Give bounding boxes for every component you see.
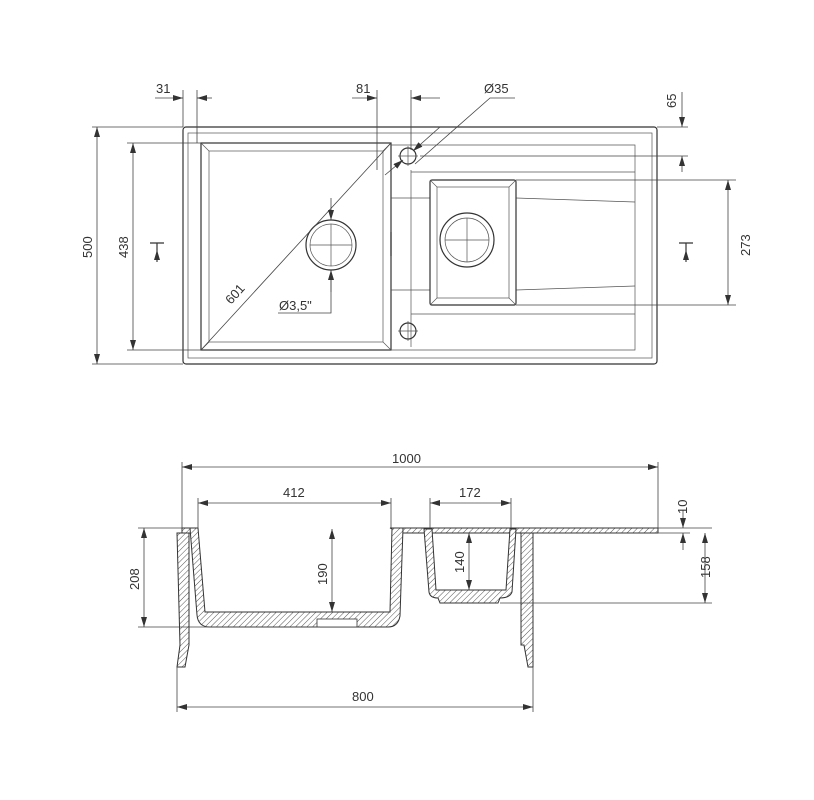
dim-label: 1000 <box>392 451 421 466</box>
dim-edge-offset: 31 <box>155 81 212 143</box>
dim-deck-thickness: 10 <box>658 500 690 550</box>
dim-bowl-inner-depth: 190 <box>315 529 335 612</box>
dim-label: 140 <box>452 551 467 573</box>
dim-small-bowl-width: 172 <box>429 485 512 528</box>
dim-label: 438 <box>116 236 131 258</box>
small-bowl <box>429 179 517 306</box>
deck <box>181 527 659 534</box>
dim-label: Ø3,5" <box>279 298 312 313</box>
dim-label: 412 <box>283 485 305 500</box>
sink-outline <box>182 126 658 365</box>
dim-bowl-width: 412 <box>197 485 392 528</box>
dim-label: 800 <box>352 689 374 704</box>
cabinet-legs <box>176 532 534 668</box>
dim-bowl-depth: 438 <box>116 142 201 351</box>
dim-small-bowl-depth: 273 <box>516 179 753 306</box>
tap-hole <box>398 146 418 166</box>
dim-label: 190 <box>315 563 330 585</box>
dim-total-width: 1000 <box>181 451 659 528</box>
dim-label: 208 <box>127 568 142 590</box>
dim-total-depth: 500 <box>80 126 183 365</box>
dim-label: 81 <box>356 81 370 96</box>
dim-tap-hole-from-back: 65 <box>420 92 688 172</box>
overflow-hole <box>398 321 418 341</box>
section-marker-right <box>679 242 693 262</box>
dim-label: 273 <box>738 234 753 256</box>
section-view: 1000 412 172 10 208 19 <box>127 451 713 712</box>
dim-tap-hole-diameter: Ø35 <box>384 81 515 176</box>
dim-small-bowl-height: 158 <box>500 527 713 604</box>
small-bowl-section <box>423 528 517 604</box>
dim-label: 10 <box>675 500 690 514</box>
drainboard <box>390 144 636 351</box>
section-marker-left <box>150 242 164 262</box>
dim-total-height: 208 <box>127 527 320 628</box>
dim-tap-hole-offset: 81 <box>352 81 440 170</box>
main-bowl-section <box>189 527 404 628</box>
dim-drain-diameter: Ø3,5" <box>278 198 334 314</box>
small-drain <box>439 212 495 268</box>
dim-label: 158 <box>698 556 713 578</box>
dim-label: 65 <box>664 94 679 108</box>
dim-label: 31 <box>156 81 170 96</box>
top-view: 31 81 Ø35 65 500 <box>80 81 753 365</box>
dim-label: Ø35 <box>484 81 509 96</box>
dim-label: 172 <box>459 485 481 500</box>
dim-bowl-diagonal: 601 <box>200 142 392 351</box>
dim-label: 500 <box>80 236 95 258</box>
dim-cabinet-width: 800 <box>176 667 534 712</box>
dim-small-bowl-inner-depth: 140 <box>452 533 472 590</box>
